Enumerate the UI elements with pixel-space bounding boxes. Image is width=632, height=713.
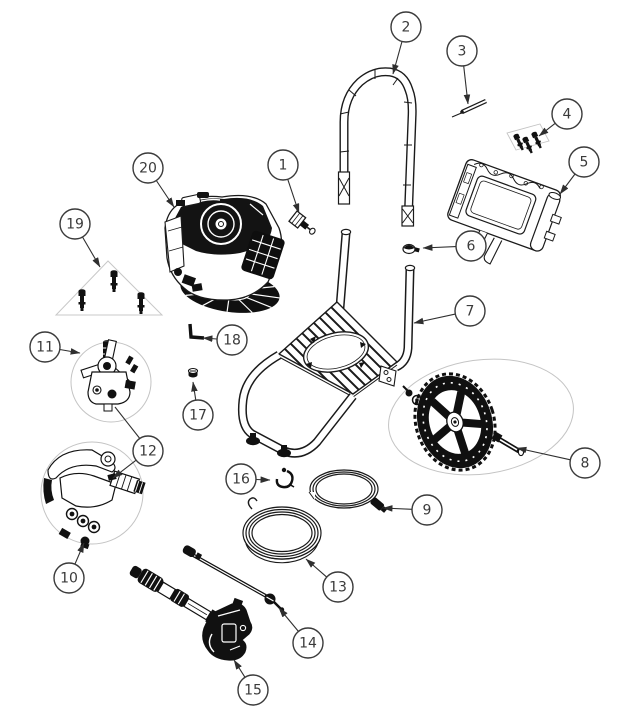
callout-19-mounting-bolts: 19: [59, 208, 101, 268]
control-panel: [447, 159, 562, 265]
callout-circle: [454, 295, 486, 327]
callout-circle: [225, 463, 257, 495]
spark-plug: [288, 210, 316, 235]
callout-number: 6: [467, 239, 476, 255]
frame-feet: [246, 433, 291, 458]
callout-circle: [59, 208, 91, 240]
spray-gun: [129, 565, 253, 661]
oring-coil: [306, 469, 388, 513]
pump-manifold: [59, 472, 117, 508]
callout-circle: [390, 11, 422, 43]
callout-circle: [132, 435, 164, 467]
callout-number: 10: [60, 571, 78, 587]
callout-7-frame-upright: 7: [413, 295, 486, 327]
handle-knob: [402, 243, 420, 255]
callout-number: 18: [223, 333, 241, 349]
callout-circle: [446, 35, 478, 67]
wheel: [413, 372, 497, 472]
callout-number: 11: [36, 340, 54, 356]
fuel-tank: [164, 215, 185, 273]
callout-6-handle-knob: 6: [422, 230, 487, 262]
callout-number: 14: [299, 636, 317, 652]
hose-clip: [275, 467, 295, 489]
callout-number: 13: [329, 580, 347, 596]
callout-circle: [569, 447, 601, 479]
callout-12-pump-fitting: 12: [112, 406, 164, 479]
callout-20-engine: 20: [132, 152, 175, 208]
callout-circle: [216, 324, 248, 356]
callout-circle: [53, 562, 85, 594]
callout-circle: [411, 494, 443, 526]
cotter-pin: [451, 98, 487, 118]
callout-circle: [455, 230, 487, 262]
pump-detail-view: [40, 441, 146, 550]
carburetor-details: [174, 268, 203, 292]
callout-11-pump-assembly: 11: [29, 331, 81, 363]
handle-segment-marks: [339, 70, 413, 186]
recoil-starter: [200, 203, 242, 245]
callout-17-cap-plug: 17: [182, 381, 214, 431]
callout-number: 3: [458, 44, 467, 60]
callout-number: 17: [189, 408, 207, 424]
muffler: [241, 230, 285, 280]
pump-detail-magnifier-circle: [40, 441, 144, 545]
callout-number: 12: [139, 444, 157, 460]
callout-number: 2: [402, 20, 411, 36]
callout-circle: [237, 674, 269, 706]
panel-screws: [506, 123, 550, 155]
callout-9-oring-hose-fitting: 9: [382, 494, 443, 526]
handle-left-bracket: [337, 171, 351, 205]
callout-1-spark-plug: 1: [267, 149, 300, 214]
callout-13-high-pressure-hose: 13: [305, 558, 354, 603]
mount-tabs: [306, 336, 366, 368]
callout-number: 1: [279, 158, 288, 174]
callout-number: 5: [580, 155, 589, 171]
callout-circle: [551, 98, 583, 130]
axle-bracket: [378, 365, 397, 387]
mounting-bolts: [54, 260, 164, 316]
callout-number: 19: [66, 217, 84, 233]
callout-number: 4: [563, 107, 572, 123]
callout-number: 8: [581, 456, 590, 472]
callout-number: 20: [139, 161, 157, 177]
callout-5-control-panel: 5: [559, 146, 600, 195]
handle-bar: [337, 67, 417, 227]
wheel-magnifier-ellipse: [388, 358, 574, 476]
callout-3-cotter-pin: 3: [446, 35, 478, 105]
callout-number: 16: [232, 472, 250, 488]
handle-right-bracket: [401, 205, 415, 227]
callout-4-panel-screws: 4: [538, 98, 583, 137]
starter-handle: [176, 192, 209, 207]
callout-circle: [292, 627, 324, 659]
callout-14-spray-wand: 14: [278, 607, 324, 659]
pump-arm: [47, 449, 116, 480]
callout-circle: [322, 571, 354, 603]
callout-number: 15: [244, 683, 262, 699]
cap-plug: [187, 367, 199, 378]
pump-ports: [65, 507, 101, 534]
spray-wand: [182, 545, 285, 613]
callout-8-wheel-assembly: 8: [516, 446, 601, 479]
callout-circle: [182, 399, 214, 431]
callout-circle: [568, 146, 600, 178]
callout-10-pump-plug: 10: [53, 542, 85, 594]
callout-number: 9: [423, 503, 432, 519]
hose-coil: [242, 497, 322, 564]
callout-15-spray-gun: 15: [233, 659, 269, 706]
engine-mount-hole: [302, 331, 370, 373]
callout-circle: [267, 149, 299, 181]
callout-circle: [29, 331, 61, 363]
pump-assembly: [70, 339, 152, 423]
callout-number: 7: [466, 304, 475, 320]
wheel-assembly: [388, 358, 574, 476]
engine: [164, 192, 285, 313]
locking-pin: [188, 323, 205, 340]
callout-2-handle-bar: 2: [390, 11, 422, 75]
axle-bolt: [491, 431, 525, 457]
callout-circle: [132, 152, 164, 184]
callout-16-hose-clip: 16: [225, 463, 271, 495]
callout-18-locking-pin: 18: [202, 324, 248, 356]
